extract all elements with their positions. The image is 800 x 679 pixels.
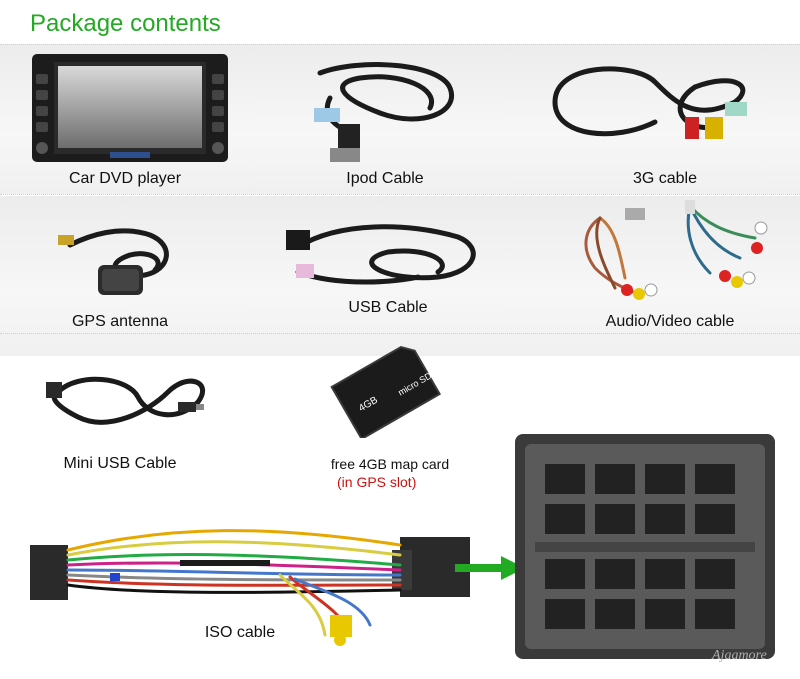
item-label-map-card: free 4GB map card — [330, 456, 450, 472]
car-dvd-player-icon — [30, 52, 230, 164]
ipod-cable-icon — [300, 58, 465, 168]
audio-video-cable-icon — [565, 198, 770, 306]
sd-card-icon: 4GB micro SD HC — [325, 338, 455, 441]
gps-antenna-icon — [50, 225, 180, 310]
map-card-note: (in GPS slot) — [337, 474, 417, 490]
usb-cable-icon — [278, 222, 488, 297]
item-label-car-dvd-player: Car DVD player — [68, 170, 182, 187]
item-label-usb-cable: USB Cable — [348, 299, 428, 316]
item-label-ipod-cable: Ipod Cable — [346, 170, 424, 187]
mini-usb-cable-icon — [38, 372, 213, 432]
item-label-audio-video-cable: Audio/Video cable — [605, 313, 735, 330]
3g-cable-icon — [545, 62, 755, 162]
watermark: Ajaamore — [712, 648, 767, 663]
item-label-mini-usb-cable: Mini USB Cable — [63, 455, 177, 472]
item-label-iso-cable: ISO cable — [204, 624, 276, 641]
page-title: Package contents — [30, 10, 221, 37]
iso-connector-icon — [515, 434, 775, 659]
item-label-3g-cable: 3G cable — [632, 170, 698, 187]
item-label-gps-antenna: GPS antenna — [71, 313, 169, 330]
arrow-right-icon — [455, 556, 525, 580]
